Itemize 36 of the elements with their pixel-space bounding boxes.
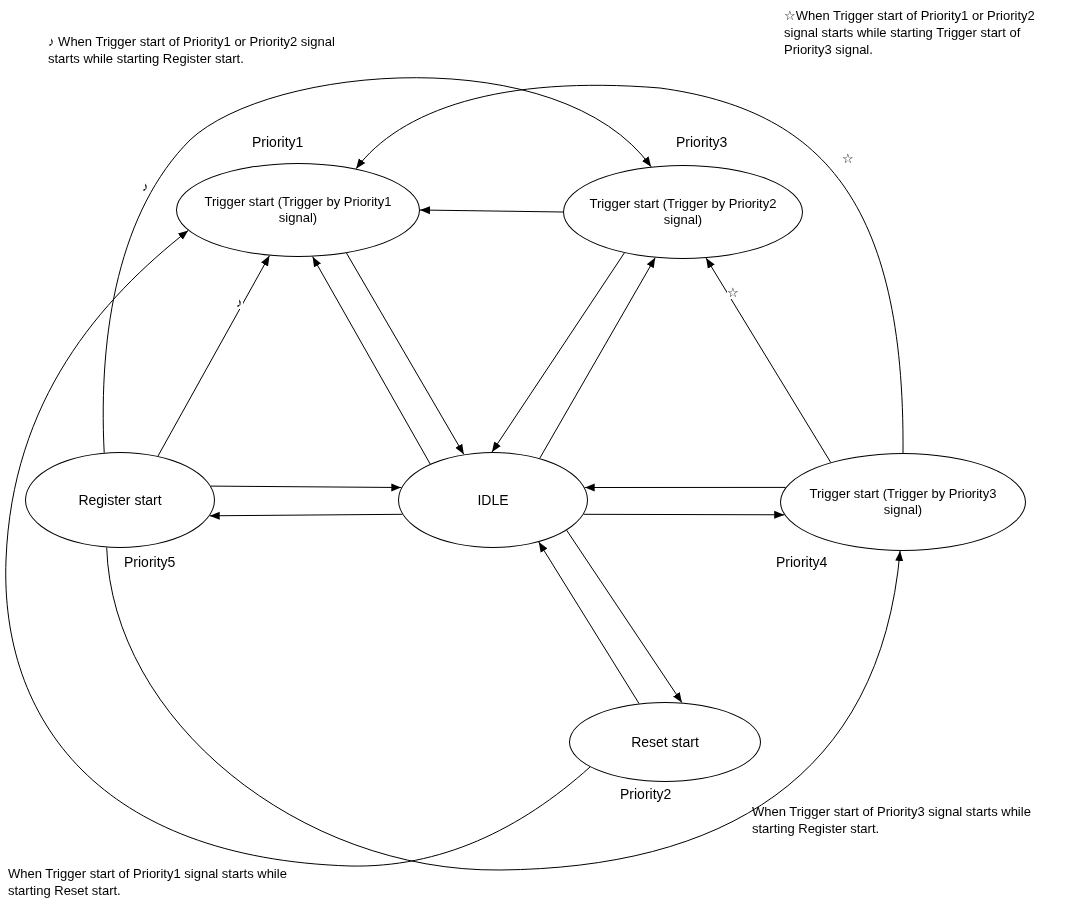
arrow — [5, 230, 591, 867]
arrow — [491, 252, 625, 453]
arrow — [106, 547, 903, 871]
state-label: Reset start — [631, 733, 699, 751]
arrow — [157, 255, 270, 457]
arrow — [539, 257, 656, 459]
arrow — [583, 510, 785, 519]
arrow — [210, 483, 402, 492]
edge-label: ☆ — [727, 286, 739, 299]
arrow — [705, 257, 832, 463]
arrow — [419, 206, 564, 215]
edge-label: ♪ — [142, 180, 149, 193]
arrow — [538, 541, 640, 704]
note-text: ☆When Trigger start of Priority1 or Priority2 signal starts while starting Trigger start of Priority3 signal. — [784, 8, 1036, 59]
state-label: IDLE — [477, 491, 509, 509]
arrow — [209, 511, 403, 520]
priority-label: Priority4 — [776, 554, 828, 570]
arrow — [584, 483, 787, 492]
note-text: ♪ When Trigger start of Priority1 or Priority2 signal starts while starting Register start. — [48, 34, 336, 68]
arrow — [312, 256, 431, 465]
state-label: Trigger start (Trigger by Priority3 signal) — [808, 486, 998, 518]
edge-label: ☆ — [842, 152, 854, 165]
state-label: Trigger start (Trigger by Priority1 signal) — [203, 194, 393, 226]
priority-label: Priority3 — [676, 134, 728, 150]
note-text: When Trigger start of Priority3 signal starts while starting Register start. — [752, 804, 1032, 838]
arrow — [355, 84, 904, 454]
arrow — [346, 252, 465, 455]
priority-label: Priority1 — [252, 134, 304, 150]
state-label: Trigger start (Trigger by Priority2 signal) — [588, 196, 778, 228]
note-text: When Trigger start of Priority1 signal starts while starting Reset start. — [8, 866, 288, 900]
priority-label: Priority5 — [124, 554, 176, 570]
arrow — [102, 77, 652, 454]
state-label: Register start — [78, 491, 162, 509]
arrow — [566, 529, 683, 704]
priority-label: Priority2 — [620, 786, 672, 802]
edge-label: ♪ — [236, 296, 243, 309]
